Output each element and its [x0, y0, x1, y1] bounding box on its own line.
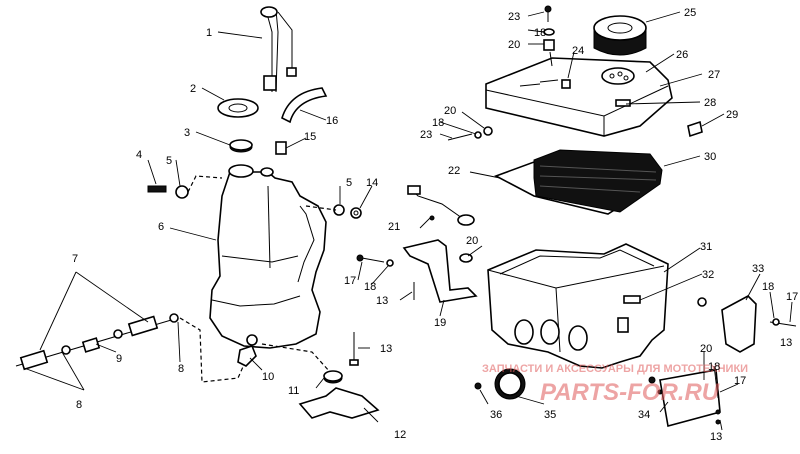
callout-1: 1 — [206, 27, 212, 39]
callout-35: 35 — [544, 409, 556, 421]
callout-32: 32 — [702, 269, 714, 281]
fuel-tank-assembly — [15, 6, 380, 423]
callout-13: 13 — [376, 295, 388, 307]
callout-20: 20 — [508, 39, 520, 51]
callout-4: 4 — [136, 149, 142, 161]
callout-17: 17 — [786, 291, 798, 303]
callout-20: 20 — [444, 105, 456, 117]
fuel-tank — [209, 171, 327, 349]
callout-6: 6 — [158, 221, 164, 233]
callout-2: 2 — [190, 83, 196, 95]
fuel-line-kit — [15, 271, 181, 391]
callout-30: 30 — [704, 151, 716, 163]
callout-13: 13 — [380, 343, 392, 355]
callout-36: 36 — [490, 409, 502, 421]
callout-19: 19 — [434, 317, 446, 329]
callout-12: 12 — [394, 429, 406, 441]
callout-18: 18 — [364, 281, 376, 293]
watermark-tagline: ЗАПЧАСТИ И АКСЕССУАРЫ ДЛЯ МОТОТЕХНИКИ — [482, 363, 748, 375]
callout-23: 23 — [508, 11, 520, 23]
callout-23: 23 — [420, 129, 432, 141]
watermark-site: PARTS-FOR.RU — [540, 379, 720, 406]
callout-8: 8 — [76, 399, 82, 411]
airbox-base-assembly — [356, 185, 797, 431]
callout-27: 27 — [708, 69, 720, 81]
watermark: ЗАПЧАСТИ И АКСЕССУАРЫ ДЛЯ МОТОТЕХНИКИ PA… — [482, 363, 748, 406]
air-filter-assembly — [469, 149, 701, 215]
callout-28: 28 — [704, 97, 716, 109]
callout-11: 11 — [288, 385, 299, 397]
callout-31: 31 — [700, 241, 712, 253]
callout-7: 7 — [72, 253, 78, 265]
callout-16: 16 — [326, 115, 338, 127]
callout-5: 5 — [346, 177, 352, 189]
callout-13: 13 — [780, 337, 792, 349]
callout-20: 20 — [466, 235, 478, 247]
callout-18: 18 — [762, 281, 774, 293]
callout-3: 3 — [184, 127, 190, 139]
callout-labels: 1 2 3 4 5 5 6 7 8 8 9 10 11 12 13 13 13 … — [72, 7, 798, 443]
callout-29: 29 — [726, 109, 738, 121]
callout-34: 34 — [638, 409, 650, 421]
callout-5: 5 — [166, 155, 172, 167]
callout-18: 18 — [432, 117, 444, 129]
callout-24: 24 — [572, 45, 584, 57]
callout-14: 14 — [366, 177, 378, 189]
callout-21: 21 — [388, 221, 400, 233]
callout-15: 15 — [304, 131, 316, 143]
callout-8: 8 — [178, 363, 184, 375]
callout-22: 22 — [448, 165, 460, 177]
callout-18: 18 — [708, 361, 720, 373]
airbox-lid-assembly — [439, 5, 725, 141]
callout-18: 18 — [534, 27, 546, 39]
callout-25: 25 — [684, 7, 696, 19]
callout-13: 13 — [710, 431, 722, 443]
callout-9: 9 — [116, 353, 122, 365]
callout-17: 17 — [734, 375, 746, 387]
callout-20: 20 — [700, 343, 712, 355]
callout-33: 33 — [752, 263, 764, 275]
callout-26: 26 — [676, 49, 688, 61]
callout-10: 10 — [262, 371, 274, 383]
callout-17: 17 — [344, 275, 356, 287]
